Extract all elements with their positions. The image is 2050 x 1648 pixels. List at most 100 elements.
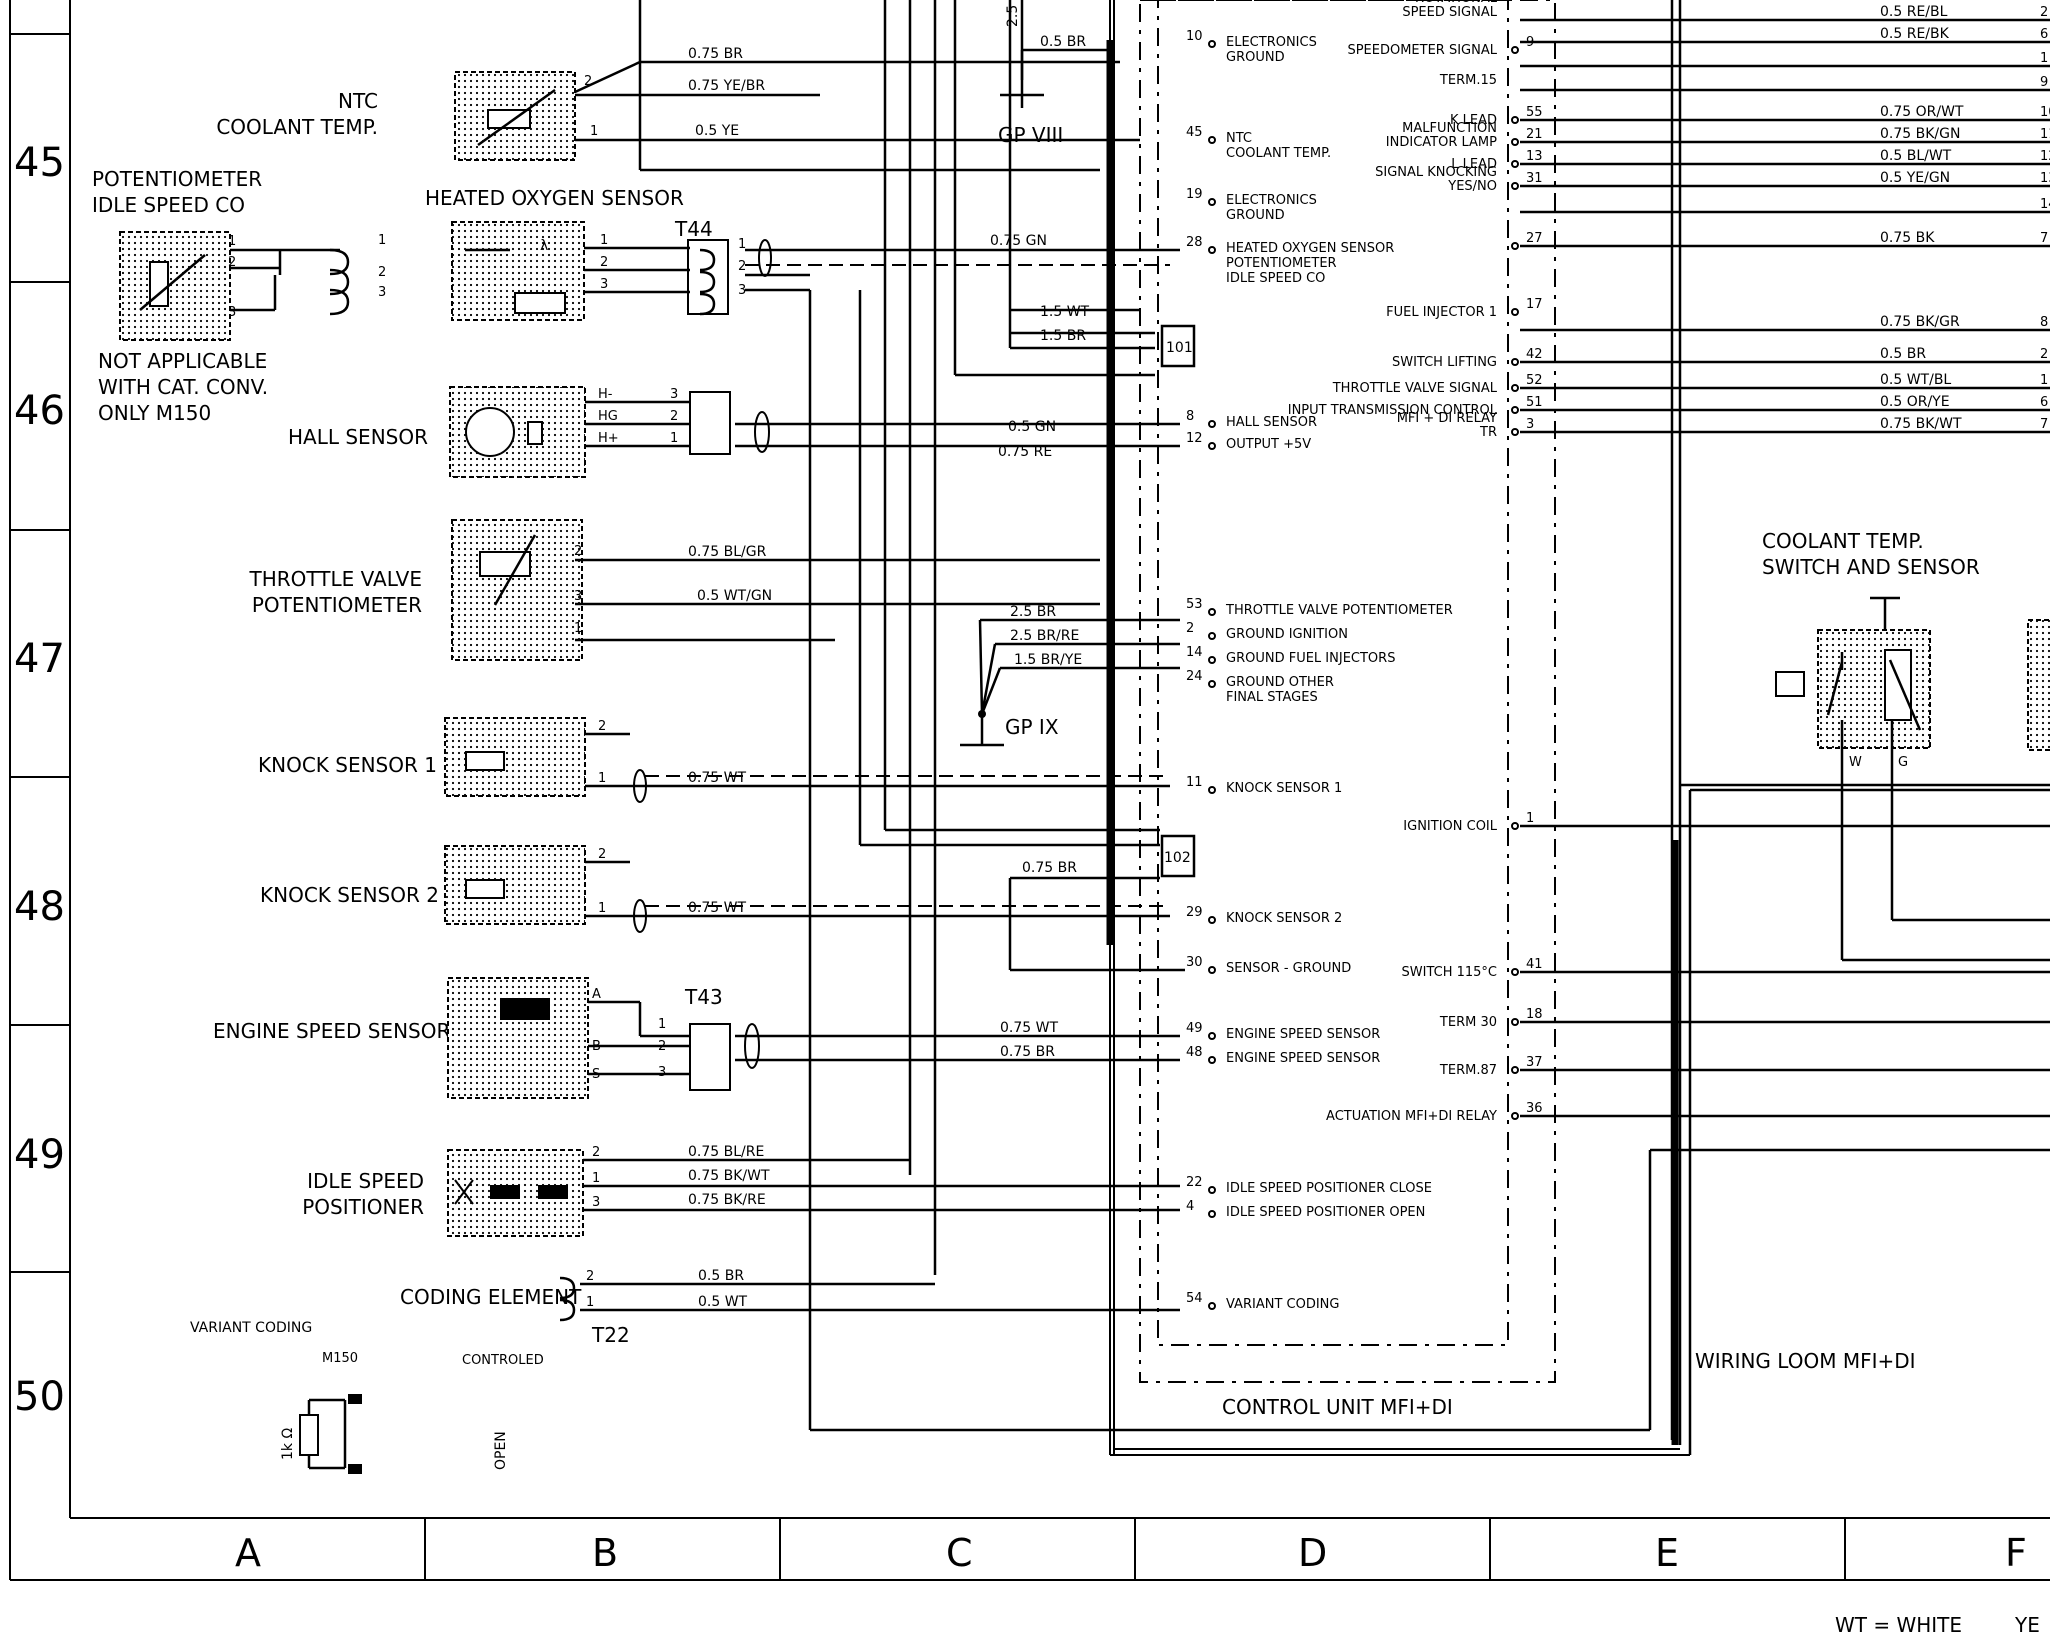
m150-label: M150 [322, 1351, 358, 1366]
ecu-pin-number: 19 [1186, 187, 1203, 202]
ecu-pin-label: SWITCH LIFTING [1392, 355, 1497, 370]
svg-text:3: 3 [670, 387, 678, 402]
svg-text:2: 2 [670, 409, 678, 424]
hall-sensor-label: HALL SENSOR [288, 425, 428, 449]
right-pin-number: 2 [2040, 5, 2048, 20]
ecu-pin-number: 14 [1186, 645, 1203, 660]
ecu-pin-label: TERM.15 [1439, 73, 1497, 88]
wire-label: 0.75 BK/WT [1880, 416, 1962, 432]
wire-label: 0.75 OR/WT [1880, 104, 1964, 120]
right-pin-number: 1 [2040, 51, 2048, 66]
controled-label: CONTROLED [462, 1353, 544, 1368]
ecu-pin-label: VARIANT CODING [1226, 1297, 1339, 1312]
svg-text:2: 2 [228, 255, 236, 270]
svg-text:3: 3 [378, 285, 386, 300]
ecu-pin-label: INPUT TRANSMISSION CONTROL [1288, 403, 1498, 418]
wire-label: 0.75 WT [1000, 1020, 1058, 1036]
ecu-pin-number: 2 [1186, 621, 1194, 636]
wire-label: 1.5 BR/YE [1014, 652, 1082, 668]
ecu-pin-number: 21 [1526, 127, 1543, 142]
svg-text:3: 3 [738, 283, 746, 298]
not-applicable-line2: WITH CAT. CONV. [98, 375, 268, 399]
svg-text:1: 1 [600, 233, 608, 248]
wire-label: 0.75 BK [1880, 230, 1935, 246]
row-number: 47 [14, 636, 65, 682]
tv-label-line2: POTENTIOMETER [252, 593, 422, 617]
coolant-switch-line1: COOLANT TEMP. [1762, 529, 1924, 553]
ecu-pin-number: 24 [1186, 669, 1203, 684]
wire-label: 0.5 GN [1008, 419, 1056, 435]
knock-sensor-1: KNOCK SENSOR 1 2 1 0.75 WT [258, 717, 1170, 803]
right-pin-number: 8 [2040, 315, 2048, 330]
coolant-temp-switch: COOLANT TEMP. SWITCH AND SENSOR W G [1680, 529, 2050, 962]
wire-label: 0.75 BL/GR [688, 544, 767, 560]
variant-coding-label: VARIANT CODING [190, 1320, 312, 1336]
ecu-pin-label: FUEL INJECTOR 1 [1386, 305, 1497, 320]
svg-text:3: 3 [592, 1195, 600, 1210]
svg-text:3: 3 [600, 277, 608, 292]
pot-label-line2: IDLE SPEED CO [92, 193, 245, 217]
knock-sensor-2-label: KNOCK SENSOR 2 [260, 883, 439, 907]
svg-text:1: 1 [378, 233, 386, 248]
wire-label: 0.5 WT [698, 1294, 748, 1310]
svg-text:2: 2 [592, 1145, 600, 1160]
potentiometer-idle-co: POTENTIOMETER IDLE SPEED CO 1 2 3 NOT AP… [92, 167, 386, 425]
right-wire-row: 10.5 WT/BL [1520, 372, 2050, 390]
right-wire-row: 60.5 OR/YE [1520, 394, 2050, 412]
connector-t22: T22 [591, 1323, 630, 1347]
ecu-pin-label: GROUND IGNITION [1226, 627, 1348, 642]
ntc-coolant-sensor: 2 1 0.75 BR 0.75 YE/BR 0.5 YE NTC COOLAN… [216, 46, 1140, 161]
row-number: 45 [14, 140, 65, 186]
ecu-pin-number: 29 [1186, 905, 1203, 920]
ecu-pin-number: 54 [1186, 1291, 1203, 1306]
ecu-pin-number: 18 [1526, 1007, 1543, 1022]
svg-text:2: 2 [600, 255, 608, 270]
coding-element-label: CODING ELEMENT [400, 1285, 582, 1309]
right-wire-row: 120.5 BL/WT [1520, 148, 2050, 166]
ecu-pin-label: IGNITION COIL [1403, 819, 1497, 834]
wire-label: 0.5 OR/YE [1880, 394, 1950, 410]
gp-viii-label: GP VIII [998, 123, 1063, 147]
isp-label-line2: POSITIONER [302, 1195, 424, 1219]
svg-text:S: S [592, 1067, 600, 1082]
ecu-pin-number: 17 [1526, 297, 1543, 312]
ecu-pin-label: THROTTLE VALVE POTENTIOMETER [1225, 603, 1453, 618]
right-pin-number: 13 [2040, 171, 2050, 186]
svg-text:1: 1 [598, 771, 606, 786]
wire-label: 0.75 BK/WT [688, 1168, 770, 1184]
svg-text:1: 1 [598, 901, 606, 916]
control-unit-box [1109, 0, 1690, 1456]
svg-text:1: 1 [670, 431, 678, 446]
right-pin-number: 10 [2040, 105, 2050, 120]
ecu-pin-number: 48 [1186, 1045, 1203, 1060]
svg-text:1: 1 [590, 124, 598, 139]
wire-label: 0.75 BL/RE [688, 1144, 764, 1160]
row-number: 46 [14, 388, 65, 434]
connector-t43: T43 [684, 985, 723, 1009]
svg-text:1: 1 [658, 1017, 666, 1032]
ecu-pin-number: 10 [1186, 29, 1203, 44]
right-pin-number: 7 [2040, 231, 2048, 246]
column-letter: E [1655, 1531, 1679, 1575]
right-wire-row: 1 [1520, 51, 2050, 68]
ecu-pin-number: 36 [1526, 1101, 1543, 1116]
right-pin-number: 7 [2040, 417, 2048, 432]
ecu-right-pin: 27 [1511, 231, 1543, 250]
